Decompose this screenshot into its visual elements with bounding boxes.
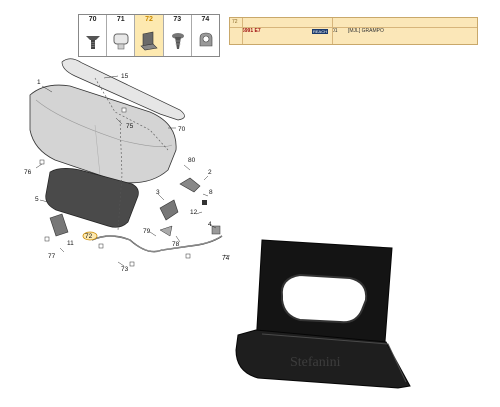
divider: [242, 18, 243, 44]
callout-4[interactable]: 4: [208, 221, 212, 228]
part-ref: 72: [232, 19, 238, 25]
callout-11[interactable]: 11: [67, 240, 74, 247]
thumbnail-70[interactable]: 70: [79, 15, 108, 56]
hood-latch: [49, 213, 69, 237]
callout-12[interactable]: 12: [190, 209, 198, 216]
divider: [230, 27, 477, 28]
callout-70[interactable]: 70: [178, 126, 186, 133]
part-description: [MJL] GRAMPO: [348, 28, 384, 34]
callout-74[interactable]: 74: [222, 255, 230, 262]
callout-72[interactable]: 72: [85, 233, 93, 240]
part-row[interactable]: 72: [230, 18, 477, 27]
callout-78[interactable]: 78: [172, 241, 180, 248]
callout-77[interactable]: 77: [48, 253, 56, 260]
part-qty: 01: [332, 28, 338, 34]
thumbnail-number: 71: [116, 16, 125, 23]
insulation-pad: [45, 168, 139, 228]
part-thumbnail-strip: 70 71 72 73 74: [78, 14, 220, 57]
callout-8[interactable]: 8: [209, 189, 213, 196]
callout-5[interactable]: 5: [35, 196, 39, 203]
thumbnail-number: 73: [173, 16, 182, 23]
callout-79[interactable]: 79: [143, 228, 151, 235]
part-info-table: 72 6991 E7 REACH 01 [MJL] GRAMPO: [229, 17, 478, 45]
bolt-clip-icon: [86, 36, 100, 49]
callout-80[interactable]: 80: [188, 157, 196, 164]
thumbnail-number: 72: [145, 16, 153, 23]
reach-button-wrap[interactable]: REACH: [312, 27, 332, 37]
thumbnail-71[interactable]: 71: [107, 15, 136, 56]
callout-1[interactable]: 1: [37, 79, 41, 86]
thumbnail-73[interactable]: 73: [164, 15, 192, 56]
thumbnail-number: 74: [201, 16, 210, 23]
callout-75[interactable]: 75: [126, 123, 134, 130]
bracket-clip-icon: [140, 31, 159, 51]
hood-seal: [61, 58, 185, 121]
push-rivet-icon: [171, 33, 184, 49]
part-code: 6991 E7: [242, 28, 261, 34]
part-detail-row[interactable]: 6991 E7 REACH 01 [MJL] GRAMPO: [230, 27, 477, 36]
thumbnail-number: 70: [88, 16, 97, 23]
callout-73[interactable]: 73: [121, 266, 129, 273]
thumbnail-74[interactable]: 74: [192, 15, 219, 56]
clip-product-photo: Stefanini: [235, 239, 411, 389]
clip-72-highlight[interactable]: [82, 231, 98, 241]
callout-15[interactable]: 15: [121, 73, 129, 80]
hose-clip-icon: [199, 32, 213, 47]
cap-clip-icon: [113, 33, 129, 50]
callout-2[interactable]: 2: [208, 169, 212, 176]
callout-76[interactable]: 76: [24, 169, 32, 176]
divider: [332, 18, 333, 44]
reach-button[interactable]: REACH: [312, 29, 329, 34]
callout-3[interactable]: 3: [156, 189, 160, 196]
watermark: Stefanini: [290, 355, 341, 370]
thumbnail-72[interactable]: 72: [135, 15, 164, 56]
